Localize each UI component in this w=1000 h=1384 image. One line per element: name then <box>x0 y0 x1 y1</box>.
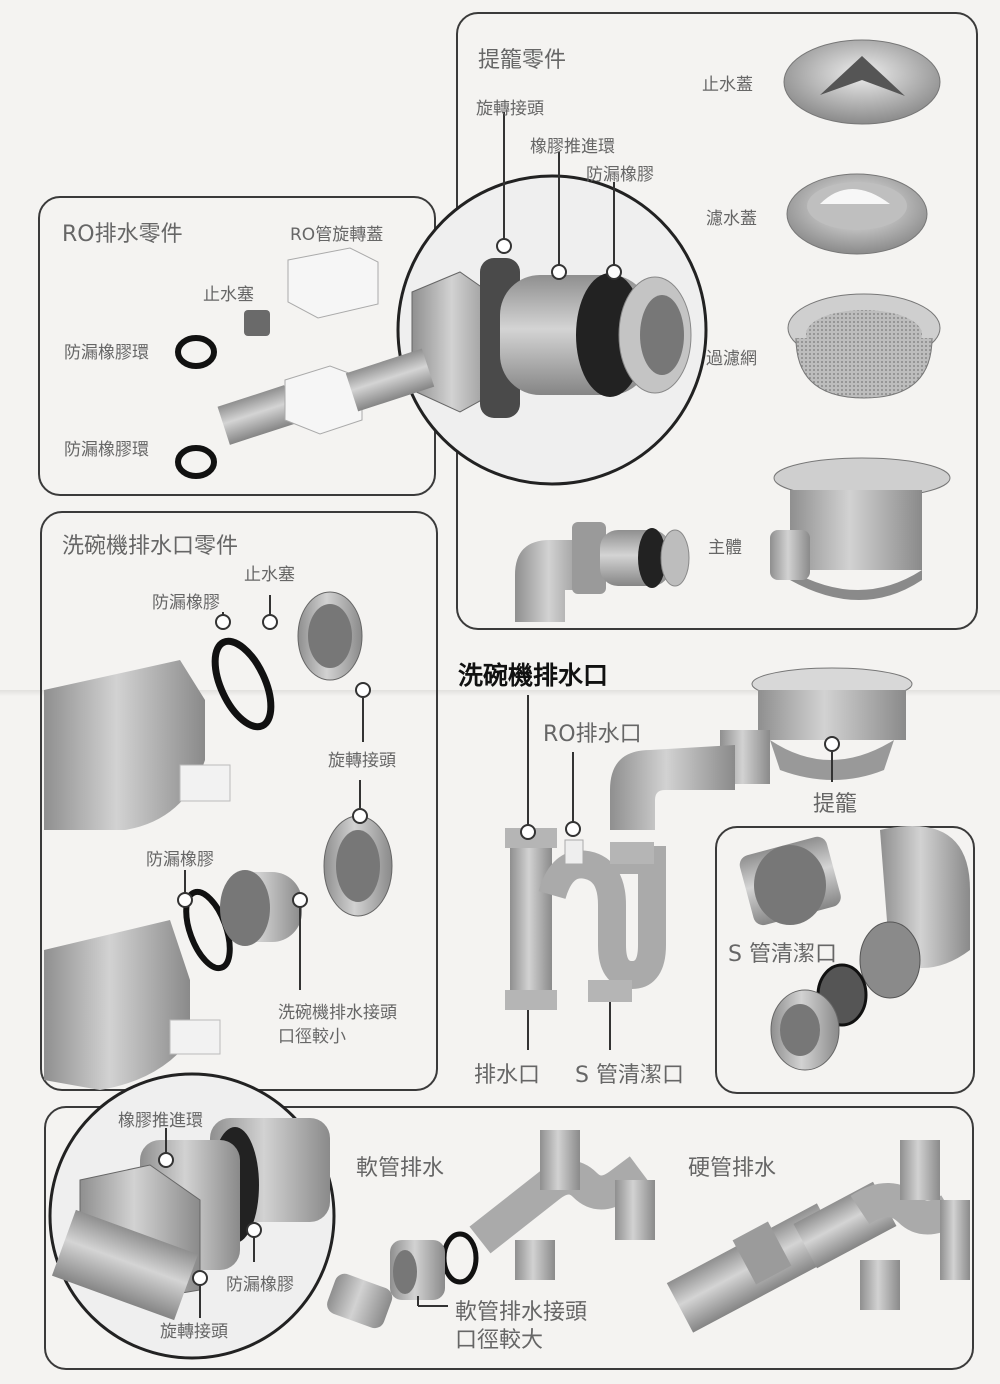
dw-swivel-label: 旋轉接頭 <box>328 751 396 771</box>
s-pipe-parts-image <box>739 826 970 1071</box>
ro-drain-title: RO排水零件 <box>62 222 183 247</box>
dw-joint-label-1: 洗碗機排水接頭 <box>278 1003 397 1023</box>
soft-drain-image <box>327 1130 655 1329</box>
stopper-cap-label: 止水蓋 <box>702 75 753 95</box>
stopper-cap-image <box>783 39 941 125</box>
hard-drain-image <box>666 1140 970 1333</box>
s-pipe-panel <box>715 826 975 1094</box>
zoom-circle-top <box>396 174 708 486</box>
push-ring-label: 橡膠推進環 <box>530 137 615 157</box>
bottom-gasket-label: 防漏橡膠 <box>226 1275 294 1295</box>
soft-joint-label-1: 軟管排水接頭 <box>455 1300 588 1325</box>
dw-gasket-label-1: 防漏橡膠 <box>152 593 220 613</box>
dw-gasket-label-2: 防漏橡膠 <box>146 850 214 870</box>
basket-label: 提籠 <box>813 792 858 817</box>
filter-image <box>787 293 941 399</box>
bottom-swivel-label: 旋轉接頭 <box>160 1322 228 1342</box>
hard-drain-title: 硬管排水 <box>688 1156 777 1181</box>
s-clean-label: S 管清潔口 <box>575 1063 684 1088</box>
dishwasher-parts-image <box>44 591 393 1090</box>
paper-fold <box>0 690 1000 696</box>
outlet-label: 排水口 <box>474 1063 541 1088</box>
soft-joint-label-2: 口徑較大 <box>455 1328 544 1353</box>
drain-cap-label: 濾水蓋 <box>706 209 757 229</box>
gasket-label: 防漏橡膠 <box>586 165 654 185</box>
lift-basket-title: 提籠零件 <box>478 48 567 73</box>
body-label: 主體 <box>708 538 742 558</box>
swivel-label: 旋轉接頭 <box>476 99 544 119</box>
zoom-circle-bottom <box>48 1072 336 1360</box>
body-image <box>770 457 951 600</box>
ro-ring-label-1: 防漏橡膠環 <box>64 343 149 363</box>
ro-cap-label: RO管旋轉蓋 <box>290 225 384 245</box>
soft-drain-title: 軟管排水 <box>356 1156 445 1181</box>
drain-cap-image <box>786 173 928 255</box>
ro-parts-image <box>175 247 435 479</box>
ro-plug-label: 止水塞 <box>203 285 254 305</box>
ro-outlet-label: RO排水口 <box>543 722 642 747</box>
dw-plug-label: 止水塞 <box>244 565 295 585</box>
dw-joint-label-2: 口徑較小 <box>278 1027 346 1047</box>
dishwasher-title: 洗碗機排水口零件 <box>62 534 239 559</box>
dishwasher-outlet-heading: 洗碗機排水口 <box>458 661 609 690</box>
center-assembly-image <box>505 667 913 1010</box>
s-pipe-clean-label: S 管清潔口 <box>728 942 837 967</box>
filter-label: 過濾網 <box>706 349 757 369</box>
bottom-panel <box>44 1106 974 1370</box>
elbow-pipe-image <box>515 522 690 622</box>
bottom-push-ring-label: 橡膠推進環 <box>118 1111 203 1131</box>
ro-ring-label-2: 防漏橡膠環 <box>64 440 149 460</box>
